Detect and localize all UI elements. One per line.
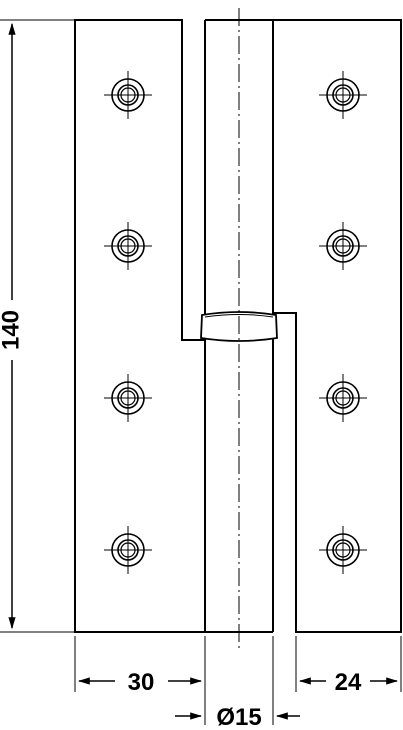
screw-hole-left-3 (104, 374, 152, 422)
screw-hole-left-1 (104, 71, 152, 119)
left-leaf-width-label: 30 (128, 669, 155, 696)
left-leaf-width-dimension: 30 (77, 669, 203, 696)
knuckle-diameter-dimension: Ø15 (175, 704, 300, 730)
screw-hole-left-4 (104, 526, 152, 574)
right-leaf-width-label: 24 (335, 669, 362, 696)
screw-hole-right-3 (319, 374, 367, 422)
screw-hole-left-2 (104, 222, 152, 270)
knuckle-diameter-label: Ø15 (216, 704, 261, 730)
screw-hole-right-1 (319, 71, 367, 119)
right-leaf-width-dimension: 24 (298, 669, 399, 696)
extension-lines (74, 636, 402, 725)
screw-hole-right-2 (319, 222, 367, 270)
screw-holes (104, 71, 367, 574)
screw-hole-right-4 (319, 526, 367, 574)
right-leaf-outline (272, 19, 402, 633)
height-dimension-label: 140 (0, 310, 24, 350)
height-dimension: 140 (0, 19, 75, 633)
